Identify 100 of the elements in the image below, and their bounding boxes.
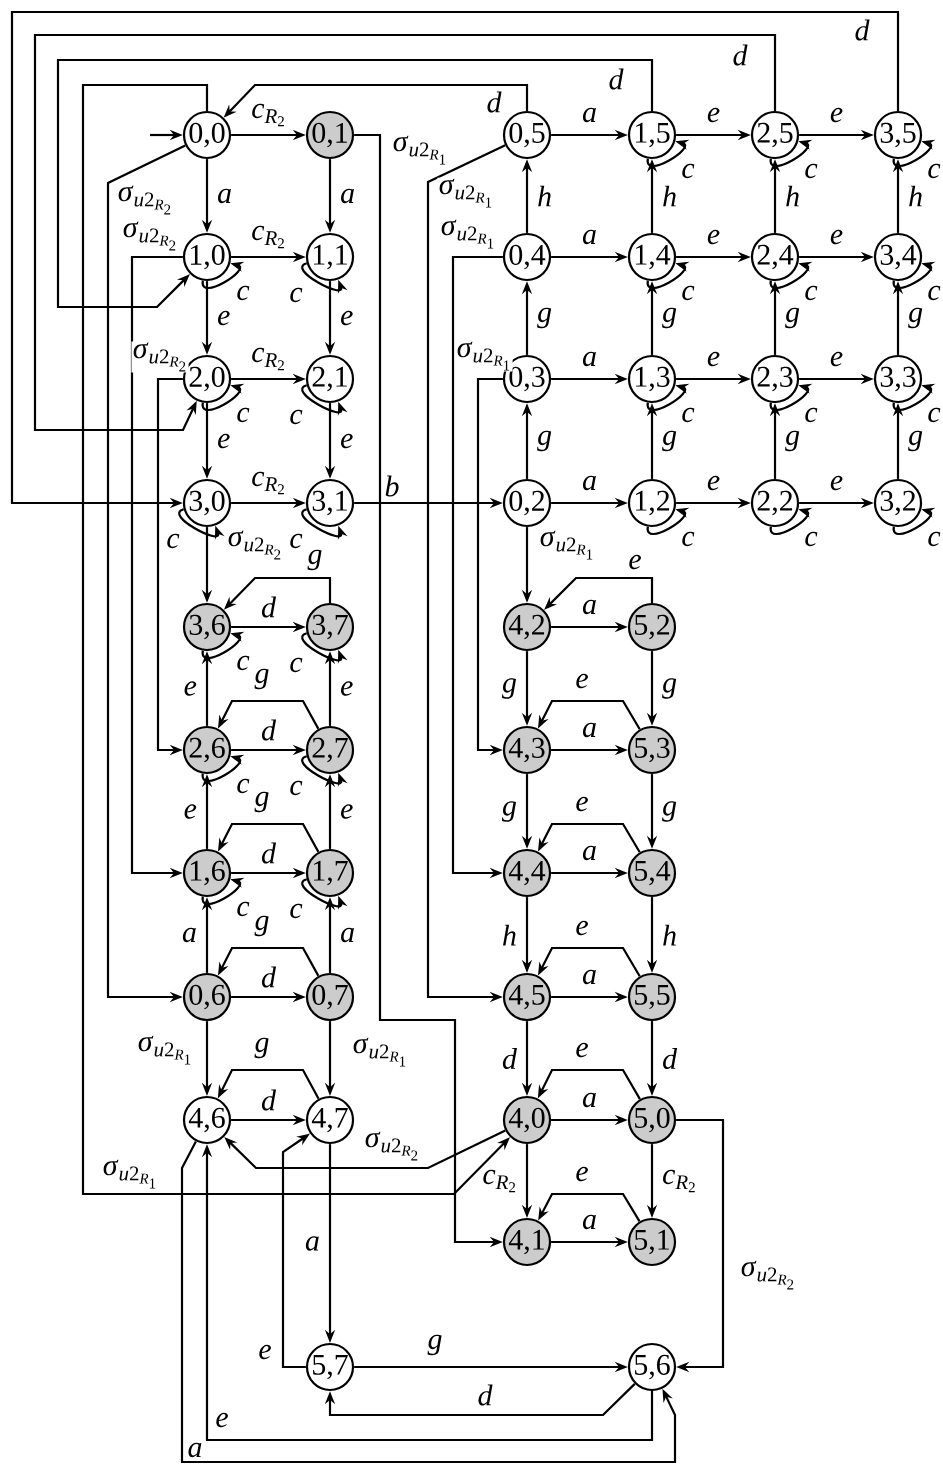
edge-label: $a$ — [581, 844, 598, 862]
edge-label: $e$ — [828, 106, 845, 124]
edge-label: $e$ — [339, 309, 355, 327]
edge-label: $c$ — [926, 284, 942, 302]
edge-label: $\sigma_{u2_{R_2}}$ — [363, 1130, 421, 1162]
edge-label: $e$ — [339, 803, 355, 820]
edge-label: $d$ — [260, 718, 277, 742]
edge-label: $b$ — [383, 474, 401, 498]
edge-label: $d$ — [260, 841, 277, 865]
edge-label: $d$ — [476, 1383, 494, 1407]
edge-label: $a$ — [581, 350, 598, 368]
edge-label: $e$ — [574, 1165, 590, 1183]
edge-label: $c$ — [288, 408, 304, 426]
edge-label: $e$ — [705, 474, 722, 492]
edge-label: $g$ — [253, 914, 271, 938]
edge-label: $a$ — [581, 721, 598, 739]
edge-label: $c$ — [803, 530, 819, 548]
edge-label: $d$ — [260, 595, 277, 619]
edge-label: $c$ — [235, 900, 251, 918]
edge-label: $\sigma_{u2_{R_2}}$ — [121, 220, 179, 252]
edge-label: $a$ — [303, 1235, 321, 1252]
edge-label: $e$ — [828, 474, 845, 492]
edge-label: $g$ — [907, 306, 925, 330]
edge-label: $c$ — [235, 284, 251, 302]
edge-label: $c_{R_2}$ — [250, 346, 287, 372]
edge-label: $h$ — [661, 184, 679, 208]
edge-label: $c$ — [288, 656, 304, 674]
edge-label: $g$ — [661, 677, 679, 700]
edge-label: $c$ — [235, 654, 251, 672]
edge-label: $e$ — [216, 432, 232, 450]
edge-label: $\sigma_{u2_{R_1}}$ — [391, 134, 449, 166]
edge-label: $\sigma_{u2_{R_1}}$ — [439, 218, 497, 250]
arrow — [538, 1192, 641, 1222]
edge-label: $c$ — [803, 406, 819, 424]
edge-label: $h$ — [536, 184, 554, 208]
edge-label: $c$ — [235, 406, 251, 424]
arrow — [33, 33, 777, 432]
edge-label: $a$ — [339, 926, 357, 944]
edge-label: $c$ — [288, 779, 304, 797]
edge-label: $a$ — [581, 228, 598, 246]
arrow — [56, 58, 654, 309]
edge-label: $d$ — [661, 1047, 679, 1071]
edge-label: $e$ — [828, 228, 845, 246]
edge-label: $h$ — [661, 923, 679, 947]
edge-label: $g$ — [661, 429, 679, 453]
edge-label: $e$ — [574, 1041, 590, 1059]
edge-label: $e$ — [705, 106, 722, 124]
edge-label: $c_{R_2}$ — [250, 102, 287, 128]
edge-label: $e$ — [339, 680, 355, 697]
edge-label: $\sigma_{u2_{R_1}}$ — [101, 1158, 159, 1190]
edge-label: $\sigma_{u2_{R_2}}$ — [131, 341, 189, 373]
edge-label: $c$ — [803, 284, 819, 302]
edge-label: $a$ — [180, 926, 198, 944]
edge-label: $\sigma_{u2_{R_1}}$ — [538, 529, 596, 561]
edge-label: $e$ — [339, 432, 355, 450]
edge-label: $c_{R_2}$ — [250, 470, 287, 496]
edge-label: $g$ — [253, 667, 271, 691]
arrow — [538, 699, 641, 730]
edge-label: $e$ — [705, 350, 722, 368]
edge-label: $e$ — [257, 1343, 273, 1361]
edge-label: $\sigma_{u2_{R_1}}$ — [136, 1034, 194, 1066]
arrow — [180, 1140, 677, 1464]
edge-label: $e$ — [627, 553, 643, 571]
edge-label: $c$ — [288, 902, 304, 920]
edge-label: $c$ — [235, 777, 251, 795]
edge-label: $c$ — [680, 530, 696, 548]
edge-label: $a$ — [339, 187, 357, 205]
edge-label: $e$ — [574, 672, 590, 690]
edge-label: $a$ — [216, 187, 234, 205]
edge-label: $e$ — [182, 803, 198, 820]
edge-label: $c$ — [680, 406, 696, 424]
edge-label: $a$ — [581, 1213, 598, 1231]
edge-label: $d$ — [260, 1088, 277, 1112]
arrow — [538, 946, 641, 977]
edge-label: $a$ — [581, 1091, 598, 1109]
arrow — [324, 1383, 636, 1417]
arrow — [538, 822, 641, 853]
edge-label: $d$ — [500, 1047, 518, 1071]
edge-label: $h$ — [784, 184, 802, 208]
edge-label: $a$ — [186, 1441, 204, 1459]
edge-label: $e$ — [705, 228, 722, 246]
edge-label: $c$ — [803, 162, 819, 180]
edge-label: $c$ — [926, 162, 942, 180]
edge-label: $g$ — [500, 677, 518, 700]
edge-label: $d$ — [607, 67, 625, 91]
edge-label: $g$ — [426, 1333, 444, 1357]
edge-label: $g$ — [784, 429, 802, 453]
edge-label: $a$ — [581, 968, 598, 986]
edge-label: $c$ — [288, 286, 304, 304]
edge-label: $g$ — [661, 306, 679, 330]
edge-label: $c$ — [680, 284, 696, 302]
edge-label: $a$ — [581, 598, 598, 616]
edge-label: $g$ — [661, 800, 679, 823]
edge-label: $g$ — [500, 800, 518, 823]
edge-label: $c$ — [926, 406, 942, 424]
edge-label: $g$ — [253, 790, 271, 814]
edge-label: $c_{R_2}$ — [481, 1168, 518, 1194]
edge-label: $\sigma_{u2_{R_2}}$ — [739, 1259, 797, 1291]
edge-label: $a$ — [581, 474, 598, 492]
edge-label: $\sigma_{u2_{R_1}}$ — [351, 1036, 409, 1068]
